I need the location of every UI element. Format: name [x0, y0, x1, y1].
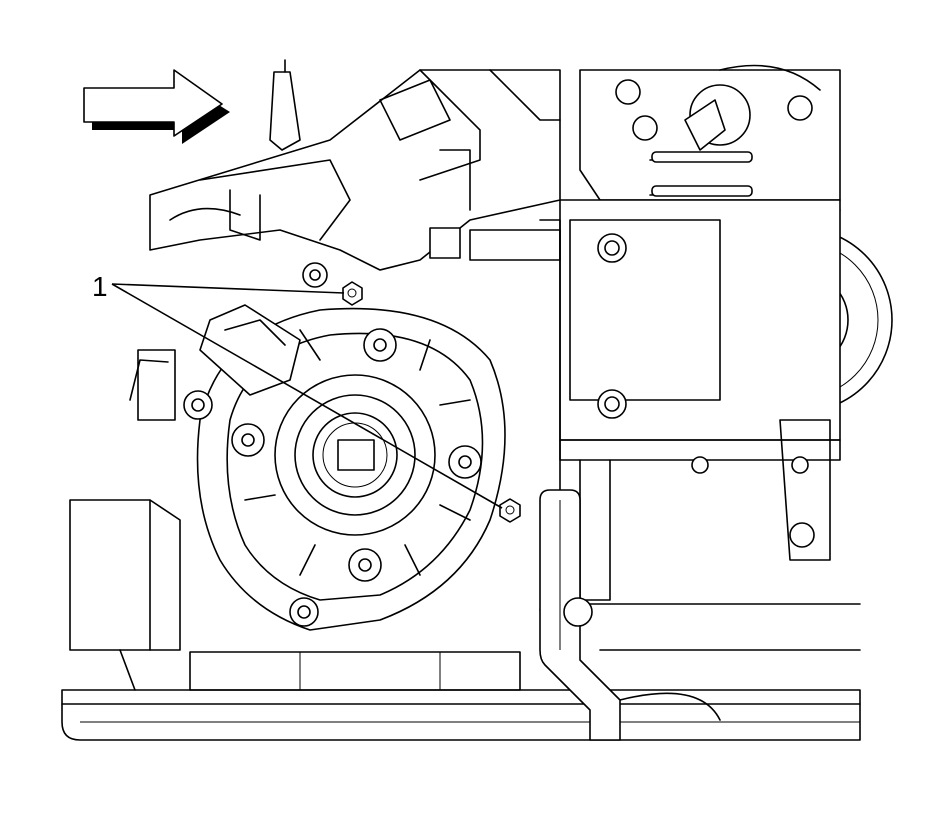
- round-housing: [196, 307, 506, 631]
- upper-engine-block: [149, 59, 561, 271]
- housing-bolts: [289, 262, 328, 627]
- callout-label-1: 1: [92, 271, 108, 302]
- sensor-connector: [183, 304, 301, 420]
- left-housing: [69, 349, 181, 691]
- callout-target-nut-lower: [499, 498, 521, 523]
- direction-arrow-icon: [83, 69, 230, 144]
- mounting-bracket: [429, 199, 841, 611]
- coolant-tube: [539, 489, 621, 741]
- callout-leaders: [111, 283, 503, 509]
- callout-target-nut-upper: [342, 281, 363, 306]
- oil-pan: [61, 603, 861, 741]
- accessory-assembly: [579, 64, 841, 201]
